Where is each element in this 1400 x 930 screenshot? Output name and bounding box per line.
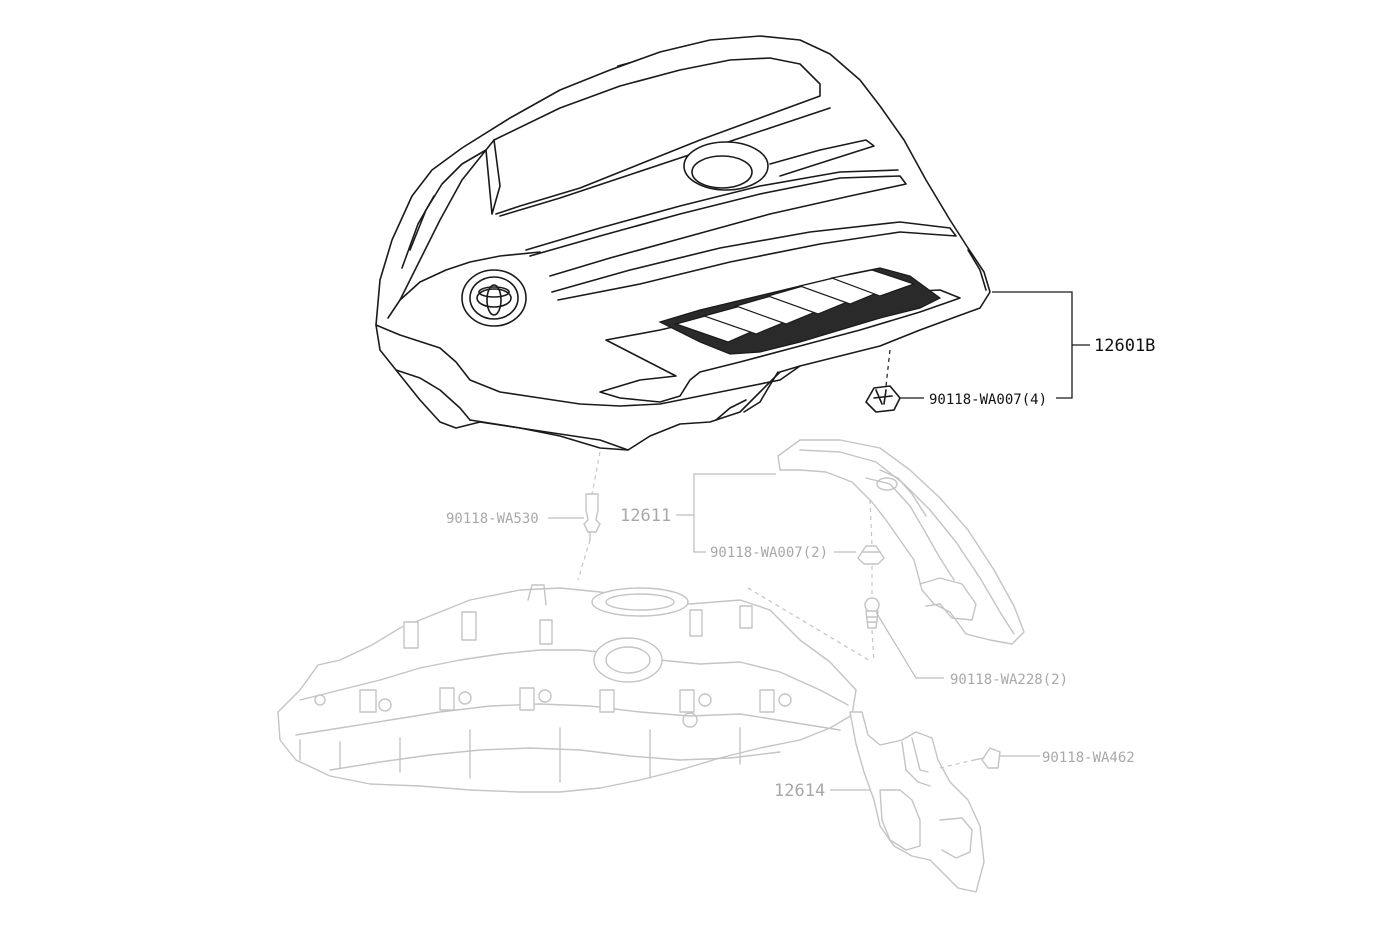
- stud-bolt-drawing: [577, 451, 601, 581]
- cylinder-head-drawing: [277, 584, 857, 793]
- insulator-pin-drawing: [747, 566, 880, 663]
- label-insulator-clip: 90118-WA007(2): [710, 545, 828, 561]
- side-bolt-drawing: [939, 747, 1001, 769]
- leader-lines: [548, 291, 1090, 791]
- label-insulator-pin: 90118-WA228(2): [950, 672, 1068, 688]
- label-insulator: 12611: [620, 506, 671, 526]
- label-stud-bolt: 90118-WA530: [446, 511, 539, 527]
- cover-clip-drawing: [865, 349, 901, 413]
- side-cover-drawing: [849, 711, 985, 893]
- insulator-drawing: [777, 439, 1025, 645]
- label-cover-clip: 90118-WA007(4): [929, 392, 1047, 408]
- engine-cover-drawing: [375, 35, 991, 451]
- label-cover-assy: 12601B: [1094, 336, 1155, 356]
- insulator-clip-drawing: [857, 499, 885, 565]
- label-side-bolt: 90118-WA462: [1042, 750, 1135, 766]
- label-side-cover: 12614: [774, 781, 825, 801]
